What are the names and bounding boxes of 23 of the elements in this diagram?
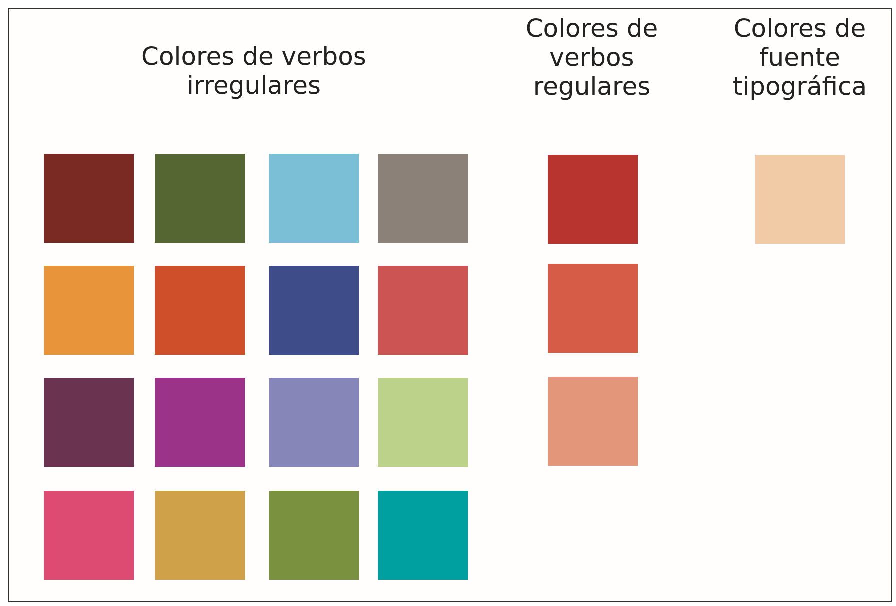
color-swatch: [44, 266, 134, 355]
color-swatch: [155, 378, 245, 467]
color-swatch: [155, 491, 245, 580]
group-heading: Colores de verbos irregulares: [140, 42, 368, 100]
color-swatch: [755, 155, 845, 244]
color-swatch: [44, 378, 134, 467]
color-swatch: [155, 266, 245, 355]
color-swatch: [548, 264, 638, 353]
color-swatch: [548, 155, 638, 244]
color-swatch: [378, 378, 468, 467]
color-swatch: [269, 266, 359, 355]
color-swatch: [44, 491, 134, 580]
color-swatch: [378, 266, 468, 355]
color-swatch: [378, 491, 468, 580]
color-swatch: [269, 378, 359, 467]
color-swatch: [44, 154, 134, 243]
color-swatch: [269, 491, 359, 580]
color-swatch: [548, 377, 638, 466]
color-swatch: [269, 154, 359, 243]
group-heading: Colores de verbos regulares: [524, 14, 660, 101]
color-swatch: [378, 154, 468, 243]
color-swatch: [155, 154, 245, 243]
group-heading: Colores de fuente tipográfica: [732, 14, 868, 101]
